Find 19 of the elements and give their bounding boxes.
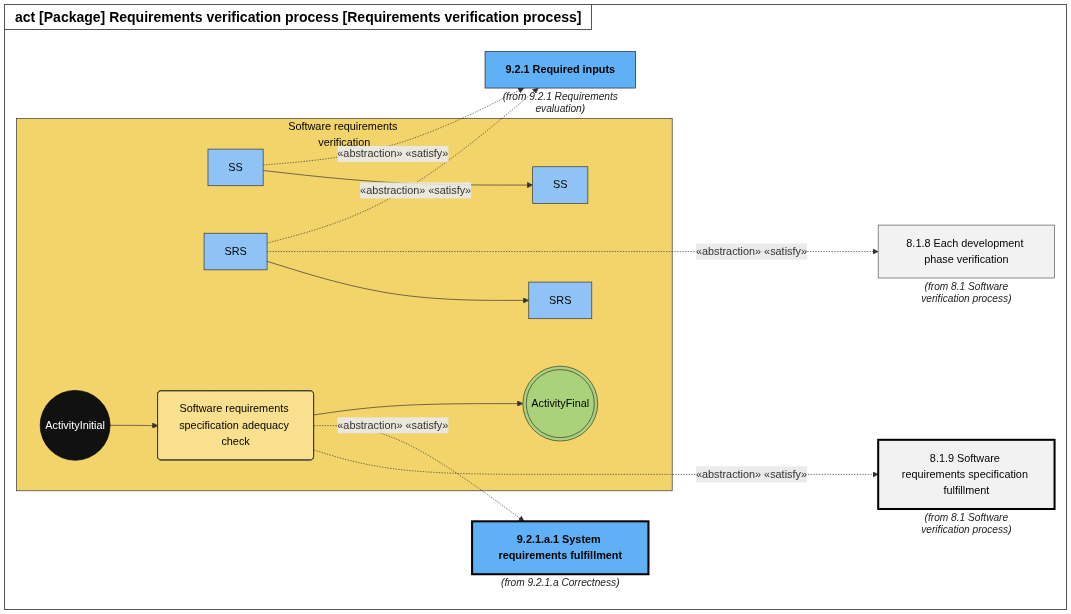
node-box: SS bbox=[207, 148, 264, 187]
node-circle: ActivityInitial bbox=[39, 390, 111, 461]
frame-title: act [Package] Requirements verification process [Requirements verification process] bbox=[5, 5, 593, 30]
node-box: 9.2.1 Required inputs bbox=[484, 51, 636, 89]
origin-note: (from 9.2.1 Requirements evaluation) bbox=[502, 91, 618, 115]
edge-label: «abstraction» «satisfy» bbox=[337, 147, 449, 160]
node-box: 8.1.9 Software requirements specification fulfillment bbox=[877, 438, 1056, 511]
node-box: SS bbox=[532, 166, 589, 204]
node-box: SRS bbox=[203, 232, 268, 271]
node-box: 8.1.8 Each development phase verification bbox=[877, 224, 1055, 279]
origin-note: (from 9.2.1.a Correctness) bbox=[501, 577, 620, 589]
origin-note: (from 8.1 Software verification process) bbox=[921, 281, 1012, 305]
edge-label: «abstraction» «satisfy» bbox=[360, 184, 472, 196]
edge-label: «abstraction» «satisfy» bbox=[337, 419, 449, 431]
node-box: SRS bbox=[528, 281, 593, 320]
node-box: 9.2.1.a.1 System requirements fulfillment bbox=[471, 520, 650, 576]
edge-label: «abstraction» «satisfy» bbox=[695, 468, 807, 480]
edge-label: «abstraction» «satisfy» bbox=[695, 245, 807, 258]
origin-note: (from 8.1 Software verification process) bbox=[921, 512, 1012, 536]
